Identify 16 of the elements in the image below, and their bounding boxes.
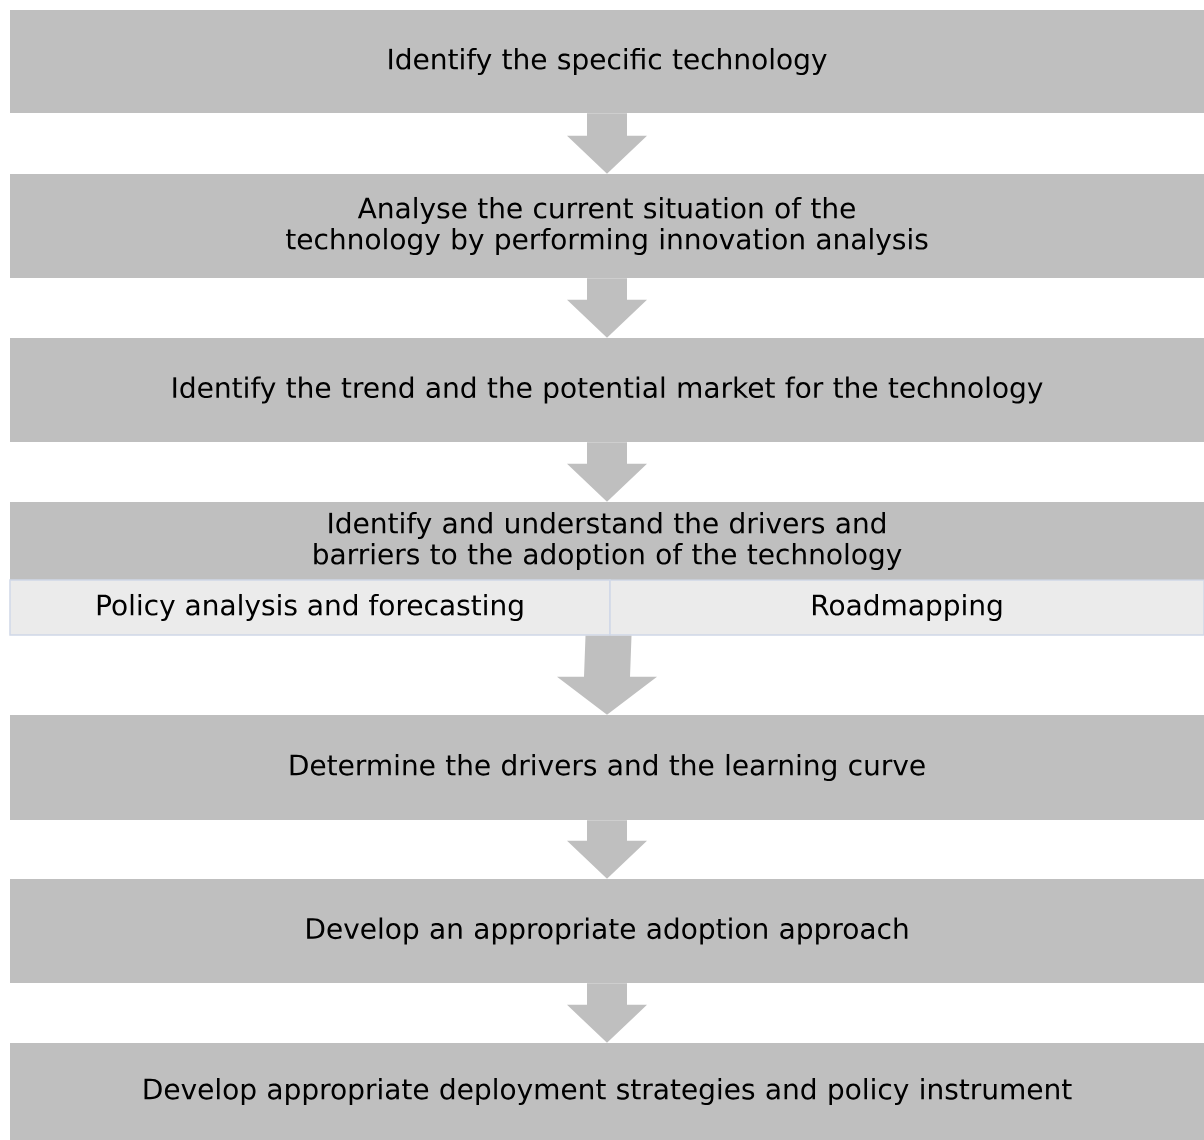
process-box: Identify the trend and the potential market for the technology xyxy=(10,338,1204,442)
block-arrow xyxy=(567,820,647,879)
block-arrow xyxy=(567,278,647,338)
process-box: Identify and understand the drivers and barriers to the adoption of the technology xyxy=(10,502,1204,580)
process-box: Analyse the current situation of the technology by performing innovation analysis xyxy=(10,174,1204,278)
node-label: Roadmapping xyxy=(812,593,1002,622)
process-box: Determine the drivers and the learning curve xyxy=(10,715,1204,820)
block-arrow xyxy=(557,635,657,715)
block-arrow xyxy=(567,983,647,1043)
block-arrow xyxy=(567,113,647,174)
table-cell: Policy analysis and forecasting xyxy=(9,579,611,636)
block-arrow xyxy=(567,442,647,502)
process-box: Develop appropriate deployment strategies and policy instrument xyxy=(10,1043,1204,1140)
process-box: Identify the specific technology xyxy=(10,10,1204,113)
process-box: Develop an appropriate adoption approach xyxy=(10,879,1204,983)
table-cell: Roadmapping xyxy=(609,579,1204,636)
